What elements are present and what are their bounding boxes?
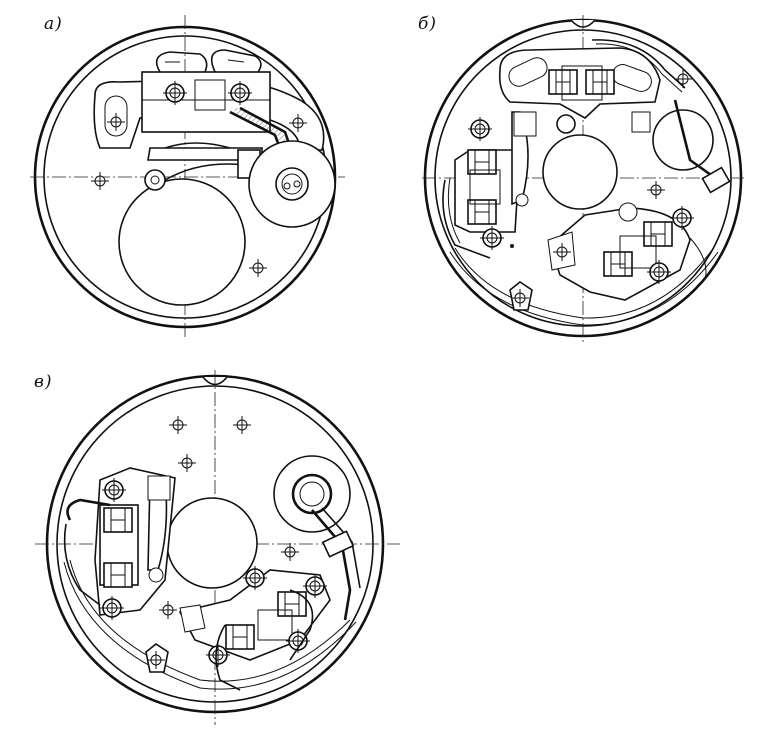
label-b: б) [418,14,438,34]
label-a: а) [44,14,63,34]
figure-a [30,15,345,340]
figure-b [422,15,745,345]
figure-v [35,370,400,725]
label-v: в) [34,372,53,392]
